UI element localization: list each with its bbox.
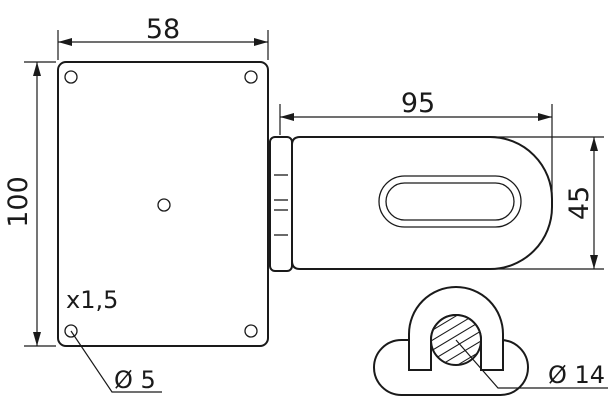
- hinge: [269, 136, 293, 272]
- plate-height-label: 100: [3, 176, 34, 228]
- base-plate: [57, 61, 269, 347]
- hole-callout: x1,5 Ø 5: [66, 286, 162, 394]
- hasp: [291, 136, 553, 270]
- center-hole: [157, 198, 171, 212]
- dimension-hasp-width: 45: [490, 136, 604, 270]
- dimension-hasp-length: 95: [279, 88, 553, 199]
- staple-detail: [373, 286, 529, 396]
- hasp-slot: [378, 175, 522, 228]
- dimension-plate-height: 100: [3, 61, 56, 347]
- plate-outline: [57, 61, 269, 347]
- plate-width-label: 58: [146, 14, 180, 45]
- hinge-barrel: [269, 136, 293, 272]
- hasp-body: [291, 136, 553, 270]
- staple-diameter-label: Ø 14: [548, 361, 605, 389]
- staple-callout: Ø 14: [455, 339, 608, 389]
- hole-count-label: x1,5: [66, 286, 118, 314]
- hasp-slot-inner: [385, 182, 515, 221]
- hasp-width-label: 45: [564, 186, 595, 220]
- hole-diameter-label: Ø 5: [114, 366, 156, 394]
- mounting-hole-top-left: [64, 70, 78, 84]
- dimension-plate-width: 58: [57, 14, 269, 60]
- pin-hatching: [431, 315, 481, 365]
- mounting-hole-top-right: [244, 70, 258, 84]
- hasp-length-label: 95: [401, 88, 435, 119]
- mounting-hole-bottom-left: [64, 324, 78, 338]
- mounting-hole-bottom-right: [244, 324, 258, 338]
